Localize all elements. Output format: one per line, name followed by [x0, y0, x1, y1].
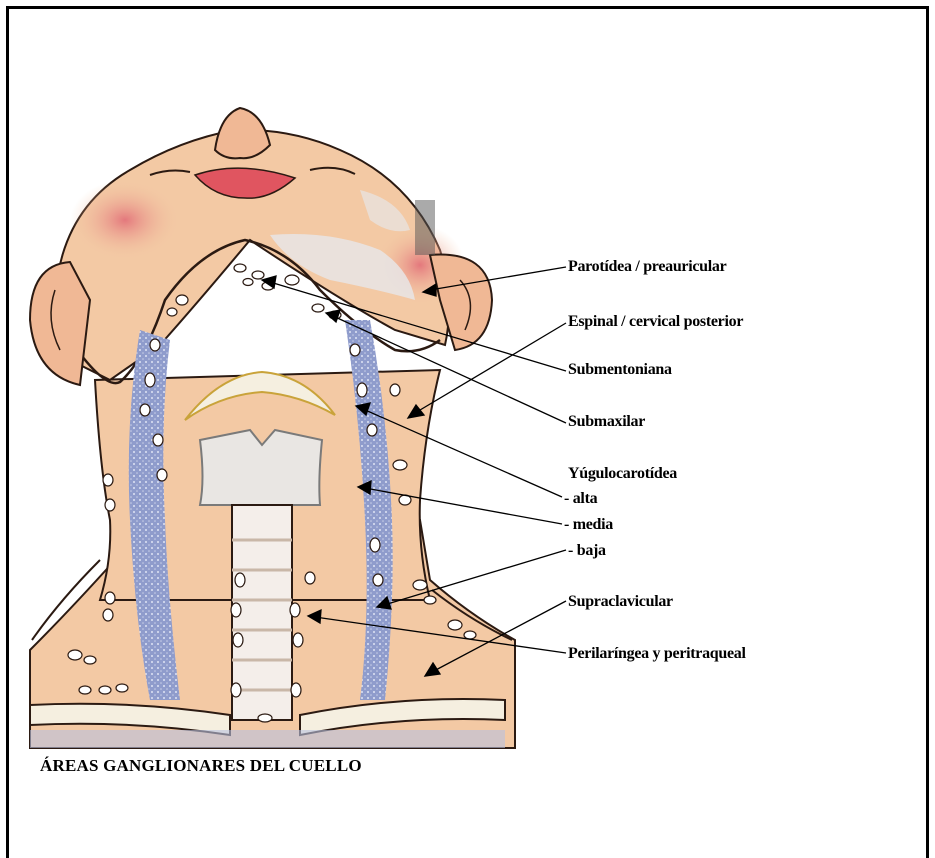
label-espinal: Espinal / cervical posterior	[568, 313, 743, 331]
label-yugulocarotidea: Yúgulocarotídea	[568, 465, 677, 483]
label-submentoniana: Submentoniana	[568, 361, 672, 379]
head	[55, 108, 465, 383]
label-perilaringea: Perilaríngea y peritraqueal	[568, 645, 746, 663]
figure-caption: ÁREAS GANGLIONARES DEL CUELLO	[40, 756, 362, 776]
label-supraclavicular: Supraclavicular	[568, 593, 673, 611]
label-alta: - alta	[564, 490, 597, 508]
label-parotidea: Parotídea / preauricular	[568, 258, 726, 276]
label-media: - media	[564, 516, 613, 534]
label-baja: - baja	[568, 542, 606, 560]
label-submaxilar: Submaxilar	[568, 413, 645, 431]
